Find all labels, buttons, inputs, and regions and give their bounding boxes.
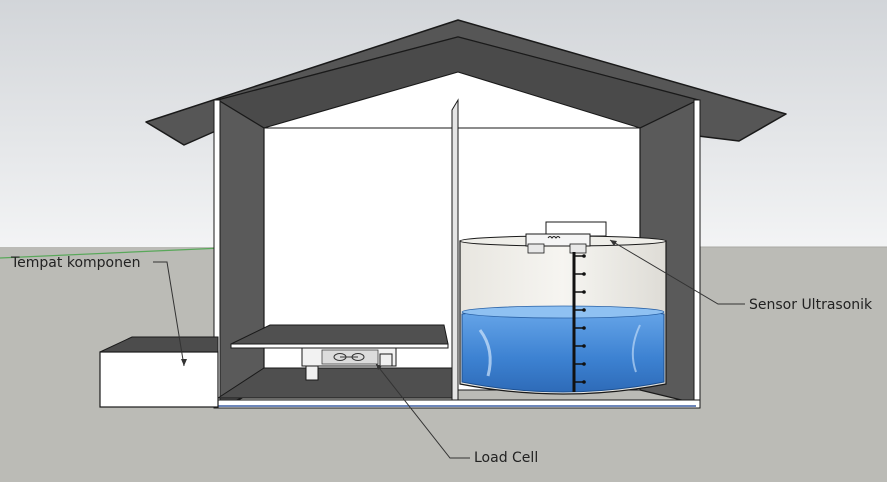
base-slab (213, 399, 701, 409)
center-partition (451, 98, 459, 407)
weighing-plate (230, 324, 449, 349)
label-load-cell: Load Cell (474, 450, 539, 466)
left-wall (217, 98, 265, 408)
water-tank (459, 235, 667, 395)
load-cell-sensor (301, 347, 397, 381)
horizon-line (0, 247, 223, 259)
component-box (99, 336, 219, 408)
leader-loadcell (375, 363, 470, 459)
label-tempat-komponen: Tempat komponen (11, 255, 141, 271)
ultrasonic-sensor (525, 221, 607, 254)
leader-components (153, 261, 185, 367)
leader-lines (153, 239, 745, 459)
measuring-rod (572, 252, 586, 392)
right-wall-edge (693, 99, 701, 405)
label-sensor-ultrasonik: Sensor Ultrasonik (749, 297, 873, 313)
leader-sensor (609, 239, 745, 305)
leader-arrowheads (181, 240, 617, 370)
